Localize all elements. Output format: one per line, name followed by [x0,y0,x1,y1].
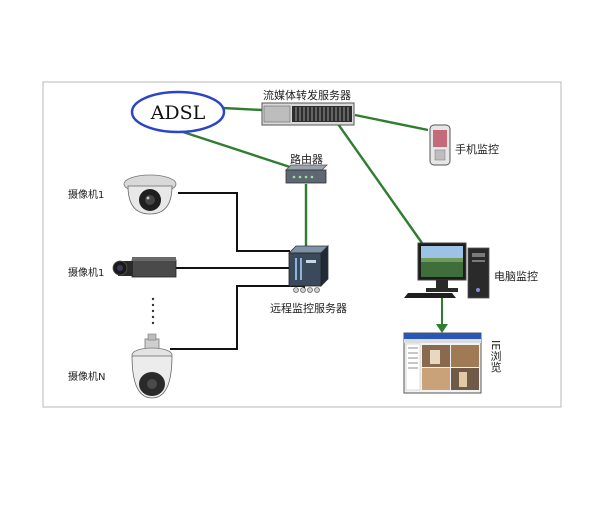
diagram-frame [42,81,562,408]
more-cameras-dots [151,297,155,325]
camera-n-label: 摄像机N [68,372,106,383]
dome-camera-icon [123,174,177,215]
link-streaming-mobile [354,113,429,132]
camera-1b-label: 摄像机1 [68,268,105,279]
remote-server-label: 远程监控服务器 [270,302,347,315]
streaming-server-label: 流媒体转发服务器 [263,89,351,102]
streaming-server-icon [261,102,355,126]
link-adsl-router [179,129,291,169]
mobile-monitor-label: 手机监控 [455,143,499,156]
cable-camera-n [170,285,305,350]
router-icon [285,164,328,184]
router-label: 路由器 [290,153,323,166]
link-streaming-pc [337,123,423,244]
box-camera-icon [112,257,177,278]
adsl-ellipse [130,90,226,134]
network-links [179,106,429,248]
adsl-label: ADSL [150,102,206,124]
cable-camera-1a [178,192,290,252]
arrow-pc-to-ie [436,297,448,333]
link-adsl-streaming [222,106,263,112]
mobile-phone-icon [429,124,451,166]
pc-icon [404,242,490,299]
camera-cables [170,192,305,350]
ie-browse-label: IE浏览 [489,340,502,373]
adsl-node: ADSL [130,90,226,134]
ptz-camera-icon [131,333,173,399]
ie-browser-window [403,332,482,394]
camera-1a-label: 摄像机1 [68,190,105,201]
pc-monitor-label: 电脑监控 [494,270,538,283]
remote-server-icon [288,245,329,293]
